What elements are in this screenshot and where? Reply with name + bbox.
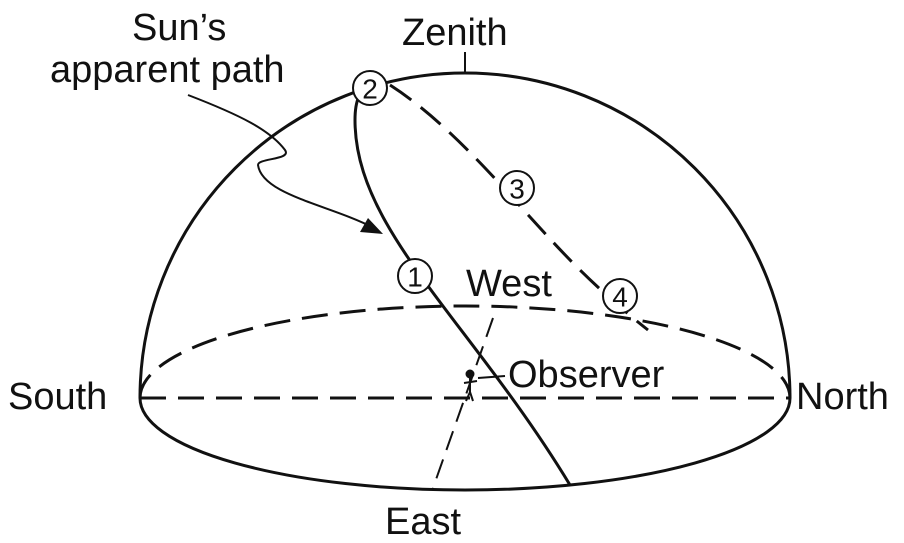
- sun-path-label-line2: apparent path: [50, 49, 285, 91]
- observer-label: Observer: [508, 354, 665, 396]
- position-number-3: 3: [509, 174, 525, 205]
- south-label: South: [8, 376, 107, 418]
- horizon-back: [138, 304, 792, 399]
- sky-dome: [138, 71, 792, 399]
- position-number-1: 1: [407, 262, 423, 293]
- horizon-front: [138, 397, 792, 492]
- position-number-4: 4: [612, 282, 628, 313]
- zenith-label: Zenith: [402, 12, 508, 54]
- east-label: East: [385, 501, 461, 543]
- east-west-line: [432, 317, 494, 489]
- annotation-arrow: [187, 94, 375, 229]
- position-marker-4: 4: [602, 278, 638, 314]
- position-number-2: 2: [362, 74, 378, 105]
- arrow-head: [360, 218, 383, 234]
- position-marker-2: 2: [352, 70, 388, 106]
- observer-figure: [463, 369, 478, 402]
- sun-path-label-line1: Sun’s: [132, 7, 226, 49]
- north-label: North: [796, 376, 889, 418]
- position-marker-1: 1: [397, 258, 433, 294]
- west-label: West: [466, 263, 552, 305]
- observer-pointer: [477, 375, 506, 379]
- position-marker-3: 3: [499, 170, 535, 206]
